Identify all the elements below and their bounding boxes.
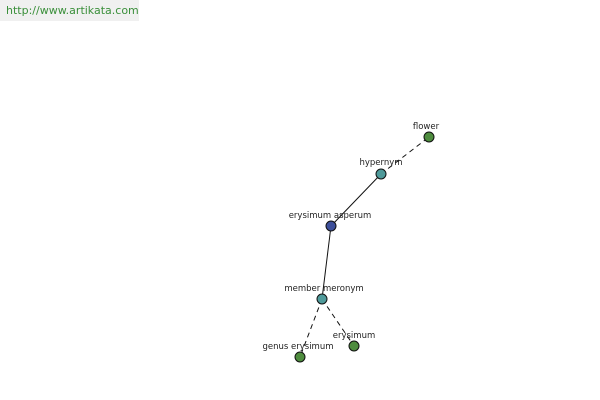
node-member-meronym[interactable] [316,293,328,305]
graph-nodes [294,131,435,363]
node-label-erysimum[interactable]: erysimum [333,331,376,341]
node-label-member-meronym[interactable]: member meronym [284,284,363,294]
edge-hypernym-flower [380,136,430,175]
graph-labels: flower hypernym erysimum asperum member mer… [262,122,439,352]
node-hypernym[interactable] [375,168,387,180]
node-label-hypernym[interactable]: hypernym [359,158,402,168]
node-genus[interactable] [294,351,306,363]
node-flower[interactable] [423,131,435,143]
node-label-center[interactable]: erysimum asperum [289,211,372,221]
node-label-flower[interactable]: flower [413,122,440,132]
site-url-link[interactable]: http://www.artikata.com [0,0,139,21]
edge-center-member_meronym [321,225,332,300]
node-label-genus[interactable]: genus erysimum [262,342,333,352]
node-center[interactable] [325,220,337,232]
graph-edges [299,136,430,358]
edge-center-hypernym [330,173,382,227]
edge-member_meronym-genus [299,298,323,358]
node-erysimum[interactable] [348,340,360,352]
edge-member_meronym-erysimum [321,298,355,347]
